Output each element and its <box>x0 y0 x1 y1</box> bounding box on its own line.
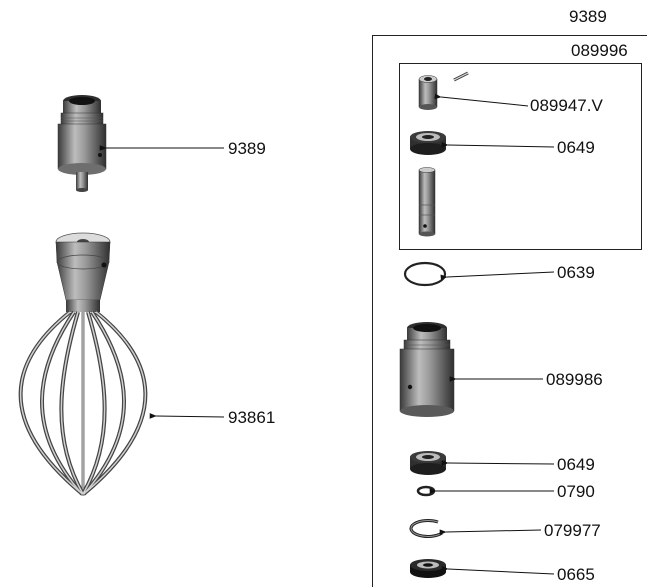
leader-pin-bushing <box>434 93 529 107</box>
assembly-frame <box>372 35 647 587</box>
leader-bearing-lower <box>441 460 555 466</box>
callout-drive-assembly: 9389 <box>228 139 266 158</box>
small-ring-part <box>416 485 436 497</box>
leader-oring <box>440 271 555 281</box>
bearing-lower-part <box>410 451 446 475</box>
kit-code-label: 089996 <box>571 41 628 60</box>
callout-seal: 0665 <box>557 565 595 584</box>
callout-circlip: 079977 <box>544 521 601 540</box>
leader-whisk <box>149 413 225 419</box>
callout-small-ring: 0790 <box>557 482 595 501</box>
leader-circlip <box>439 529 542 535</box>
bearing-upper-part <box>410 131 446 155</box>
callout-whisk: 93861 <box>228 408 276 427</box>
oring-part <box>403 261 447 287</box>
callout-pin-bushing: 089947.V <box>530 96 603 115</box>
assembly-code-header: 9389 <box>569 7 607 26</box>
callout-bearing-lower: 0649 <box>557 455 595 474</box>
pin-bushing-part <box>418 71 469 110</box>
housing-part <box>399 322 455 417</box>
leader-seal <box>441 565 555 575</box>
shaft-part <box>418 167 436 237</box>
callout-oring: 0639 <box>557 263 595 282</box>
kit-frame <box>399 63 642 250</box>
drive-assembly-part <box>57 95 107 192</box>
whisk-part <box>18 232 148 496</box>
callout-bearing-upper: 0649 <box>557 138 595 157</box>
leader-bearing-upper <box>441 142 555 148</box>
callout-housing: 089986 <box>546 370 603 389</box>
seal-part <box>410 559 446 578</box>
circlip-part <box>409 518 443 538</box>
